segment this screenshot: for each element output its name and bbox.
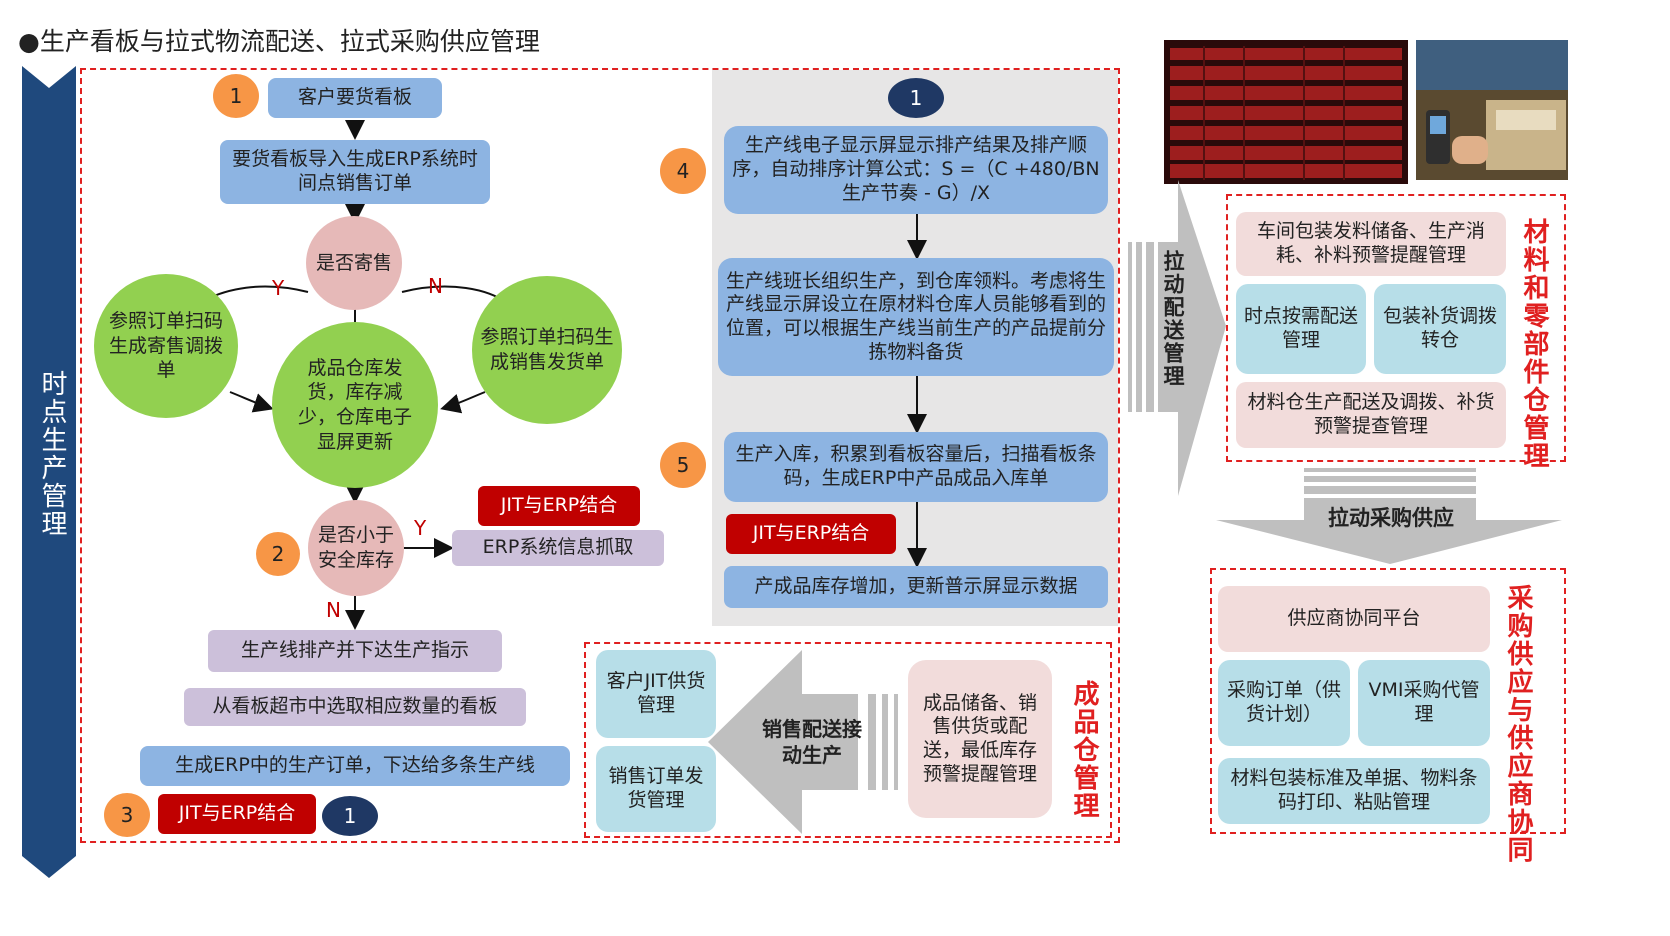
label-y-safety: Y [414, 516, 427, 540]
material-warehouse-side-label: 材料和零部件仓管理 [1519, 218, 1549, 470]
main-dashed-frame [80, 68, 1120, 843]
step-badge-2: 2 [256, 532, 300, 576]
mat-box-packing: 车间包装发料储备、生产消耗、补料预警提醒管理 [1236, 212, 1506, 276]
sup-platform-box: 供应商协同平台 [1218, 586, 1490, 652]
schedule-box: 生产线排产并下达生产指示 [208, 630, 502, 672]
erp-grab-box: ERP系统信息抓取 [452, 530, 664, 566]
supplier-side-label: 采购供应与供应商协同 [1503, 584, 1533, 864]
customer-kanban-box: 客户要货看板 [268, 78, 442, 118]
ref-consign-circle: 参照订单扫码生成寄售调拨单 [94, 274, 238, 418]
select-kanban-box: 从看板超市中选取相应数量的看板 [184, 688, 526, 726]
pull-delivery-label: 拉动配送管理 [1161, 250, 1185, 388]
jit-erp-tag-mid: JIT与ERP结合 [726, 514, 896, 554]
left-banner-chevron [22, 66, 76, 878]
material-warehouse-frame [1226, 194, 1566, 462]
gen-order-box: 生成ERP中的生产订单，下达给多条生产线 [140, 746, 570, 786]
consign-question-circle: 是否寄售 [306, 216, 402, 310]
page-title: ●生产看板与拉式物流配送、拉式采购供应管理 [18, 27, 540, 56]
mat-box-dispatch: 材料仓生产配送及调拨、补货预警提查管理 [1236, 382, 1506, 448]
step-badge-1: 1 [213, 74, 259, 118]
import-erp-box: 要货看板导入生成ERP系统时间点销售订单 [220, 140, 490, 204]
ref-sales-circle: 参照订单扫码生成销售发货单 [472, 276, 622, 424]
label-y-left: Y [272, 276, 285, 300]
step-badge-3: 3 [104, 793, 150, 837]
sales-delivery-label: 销售配送接动生产 [762, 717, 862, 767]
pull-purchase-arrow [1216, 468, 1562, 564]
fg-warehouse-side-label: 成品仓管理 [1069, 680, 1099, 820]
jit-erp-tag-1: JIT与ERP结合 [478, 486, 640, 526]
warehouse-scanner-photo [1416, 40, 1568, 180]
mat-box-on-demand: 时点按需配送管理 [1236, 284, 1366, 374]
mat-box-replenish: 包装补货调拨转仓 [1374, 284, 1506, 374]
step-badge-5: 5 [660, 442, 706, 488]
customer-jit-box: 客户JIT供货管理 [596, 650, 716, 738]
sup-po-box: 采购订单（供货计划） [1218, 660, 1350, 746]
sales-order-box: 销售订单发货管理 [596, 746, 716, 832]
fg-storage-box: 成品储备、销售供货或配送，最低库存预警提醒管理 [908, 660, 1052, 818]
sup-vmi-box: VMI采购代管理 [1358, 660, 1490, 746]
safety-question-circle: 是否小于安全库存 [308, 500, 404, 596]
storage-box: 生产入库，积累到看板容量后，扫描看板条码，生成ERP中产品成品入库单 [724, 432, 1108, 502]
display-screen-box: 生产线电子显示屏显示排产结果及排产顺序，自动排序计算公式：S =（C +480/… [724, 126, 1108, 214]
fg-ship-circle: 成品仓库发货，库存减少，仓库电子显屏更新 [272, 322, 438, 488]
ref-circle-1-left: 1 [322, 796, 378, 836]
step-badge-4: 4 [660, 148, 706, 194]
sup-packing-box: 材料包装标准及单据、物料条码打印、粘贴管理 [1218, 758, 1490, 824]
pull-purchase-label: 拉动采购供应 [1328, 506, 1454, 530]
production-screen-photo [1164, 40, 1408, 184]
label-n-right: N [428, 274, 443, 298]
fg-warehouse-frame [584, 642, 1112, 838]
inventory-increase-box: 产成品库存增加，更新普示屏显示数据 [724, 566, 1108, 608]
label-n-safety: N [326, 598, 341, 622]
sales-delivery-arrow [708, 650, 898, 834]
supplier-frame [1210, 568, 1566, 834]
team-leader-box: 生产线班长组织生产，到仓库领料。考虑将生产线显示屏设立在原材料仓库人员能够看到的… [718, 258, 1114, 376]
pull-delivery-arrow [1128, 180, 1226, 496]
ref-circle-1-mid: 1 [888, 78, 944, 118]
left-banner-text: 时点生产管理 [37, 370, 67, 538]
jit-erp-tag-3: JIT与ERP结合 [158, 794, 316, 834]
